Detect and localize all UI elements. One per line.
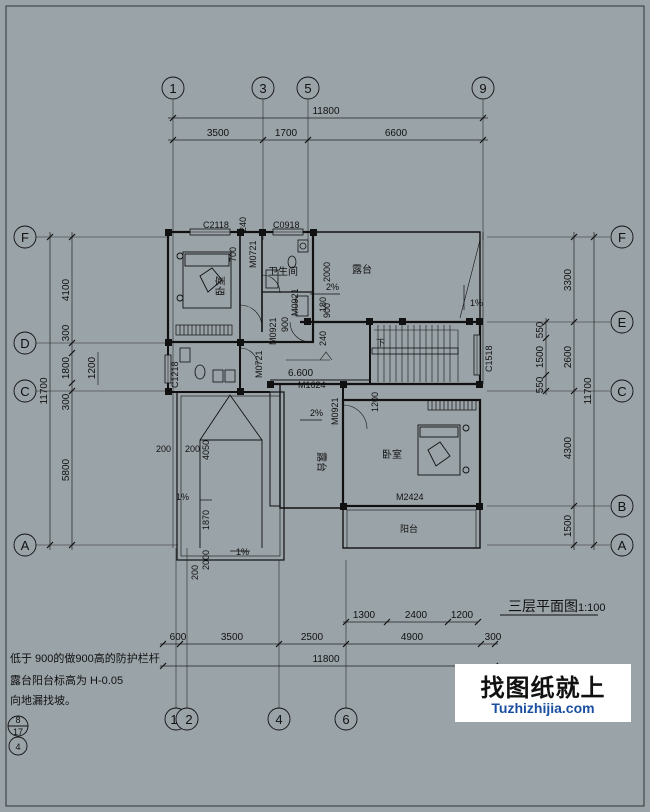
- label-c0918: C0918: [273, 220, 300, 230]
- room-bath: 卫生间: [268, 265, 298, 278]
- dim-top-seg: 6600: [385, 128, 408, 139]
- label-dim: 180: [318, 297, 328, 312]
- dim-right-total: 11700: [583, 377, 594, 405]
- label-slope: 2%: [310, 408, 323, 418]
- detail-sheet: 17: [13, 727, 23, 737]
- dim-balcony: 1200: [451, 610, 474, 621]
- dim-right-seg: 3300: [563, 268, 574, 291]
- label-dim: 2000: [322, 262, 332, 282]
- label-dim: 240: [318, 331, 328, 346]
- label-slope: 1%: [176, 492, 189, 502]
- label-dim: 2000: [201, 550, 211, 570]
- axis-left-c: C: [20, 384, 29, 399]
- plan-title: 三层平面图: [508, 598, 578, 614]
- room-terrace-b: 露台: [315, 452, 328, 472]
- axis-bottom-2: 2: [185, 712, 192, 727]
- axis-bottom-4: 4: [275, 712, 282, 727]
- watermark-badge: 找图纸就上 Tuzhizhijia.com: [455, 664, 631, 722]
- axis-right-e: E: [618, 315, 627, 330]
- axis-left-a: A: [21, 538, 30, 553]
- axis-bottom-1: 1: [170, 712, 177, 727]
- detail-extra: 4: [15, 742, 20, 752]
- label-elevation: 6.600: [288, 368, 313, 379]
- room-bedroom-b: 卧室: [382, 448, 402, 461]
- plan-scale: 1:100: [578, 602, 606, 614]
- dim-left-seg: 300: [61, 393, 72, 410]
- axis-right-f: F: [618, 230, 626, 245]
- note-line: 低于 900的做900高的防护栏杆: [10, 651, 160, 665]
- label-dim: 900: [322, 303, 332, 318]
- axis-left-f: F: [21, 230, 29, 245]
- dim-left-seg: 1800: [61, 356, 72, 379]
- dim-left-inner: 1200: [87, 356, 98, 379]
- dim-right-seg: 550: [535, 321, 546, 338]
- axis-bottom-6: 6: [342, 712, 349, 727]
- dim-top-total: 11800: [312, 106, 340, 117]
- dim-left-seg: 5800: [61, 458, 72, 481]
- label-slope: 1%: [236, 547, 249, 557]
- dim-bottom-seg: 600: [170, 632, 187, 643]
- axis-left-d: D: [20, 336, 29, 351]
- label-m2424: M2424: [396, 492, 424, 502]
- dim-right-group: 2600: [563, 345, 574, 368]
- dim-left-seg: 4100: [61, 278, 72, 301]
- label-m0921c: M0921: [330, 397, 340, 425]
- dim-right-seg: 550: [535, 376, 546, 393]
- room-balcony: 阳台: [400, 523, 418, 534]
- dim-right-seg: 4300: [563, 436, 574, 459]
- dim-right-seg: 1500: [535, 345, 546, 368]
- label-dim: 700: [228, 247, 238, 262]
- axis-right-b: B: [618, 499, 627, 514]
- label-dim: 200: [185, 444, 200, 454]
- axis-top-1: 1: [169, 81, 176, 96]
- label-slope: 1%: [470, 298, 483, 308]
- label-m1624: M1624: [298, 380, 326, 390]
- label-dim: 900: [280, 317, 290, 332]
- dim-bottom-seg: 3500: [221, 632, 244, 643]
- room-bedroom-a: 卧室: [214, 276, 227, 296]
- label-stair-down: 下: [376, 338, 385, 348]
- dim-left-total: 11700: [39, 377, 50, 405]
- detail-number: 8: [15, 715, 20, 725]
- label-m0921b: M0921: [268, 317, 278, 345]
- dim-top-seg: 1700: [275, 128, 298, 139]
- label-dim: 200: [156, 444, 171, 454]
- axis-right-a: A: [618, 538, 627, 553]
- label-dim: 240: [238, 217, 248, 232]
- label-c1518: C1518: [484, 345, 494, 372]
- label-m0721b: M0721: [254, 350, 264, 378]
- dim-bottom-total: 11800: [312, 654, 340, 665]
- label-dim: 1870: [201, 510, 211, 530]
- dim-bottom-seg: 4900: [401, 632, 424, 643]
- label-c2118: C2118: [203, 220, 229, 230]
- axis-top-9: 9: [479, 81, 486, 96]
- label-dim: 1200: [370, 392, 380, 412]
- watermark-url: Tuzhizhijia.com: [491, 700, 595, 716]
- label-dim: 4050: [201, 440, 211, 460]
- dim-right-seg: 1500: [563, 514, 574, 537]
- label-slope: 2%: [326, 282, 339, 292]
- watermark-text: 找图纸就上: [480, 674, 606, 702]
- room-terrace: 露台: [352, 263, 372, 276]
- dim-bottom-seg: 300: [485, 632, 502, 643]
- label-m0721a: M0721: [248, 240, 258, 268]
- dim-bottom-seg: 2500: [301, 632, 324, 643]
- label-dim: 200: [190, 565, 200, 580]
- note-line: 露台阳台标高为 H-0.05: [10, 673, 123, 687]
- axis-top-5: 5: [304, 81, 311, 96]
- dim-balcony: 1300: [353, 610, 376, 621]
- axis-right-c: C: [617, 384, 626, 399]
- dim-left-seg: 300: [61, 324, 72, 341]
- dim-balcony: 2400: [405, 610, 428, 621]
- note-line: 向地漏找坡。: [10, 693, 76, 707]
- dim-top-seg: 3500: [207, 128, 230, 139]
- label-c1218: C1218: [170, 361, 180, 388]
- axis-top-3: 3: [259, 81, 266, 96]
- label-m0921a: M0921: [290, 288, 300, 316]
